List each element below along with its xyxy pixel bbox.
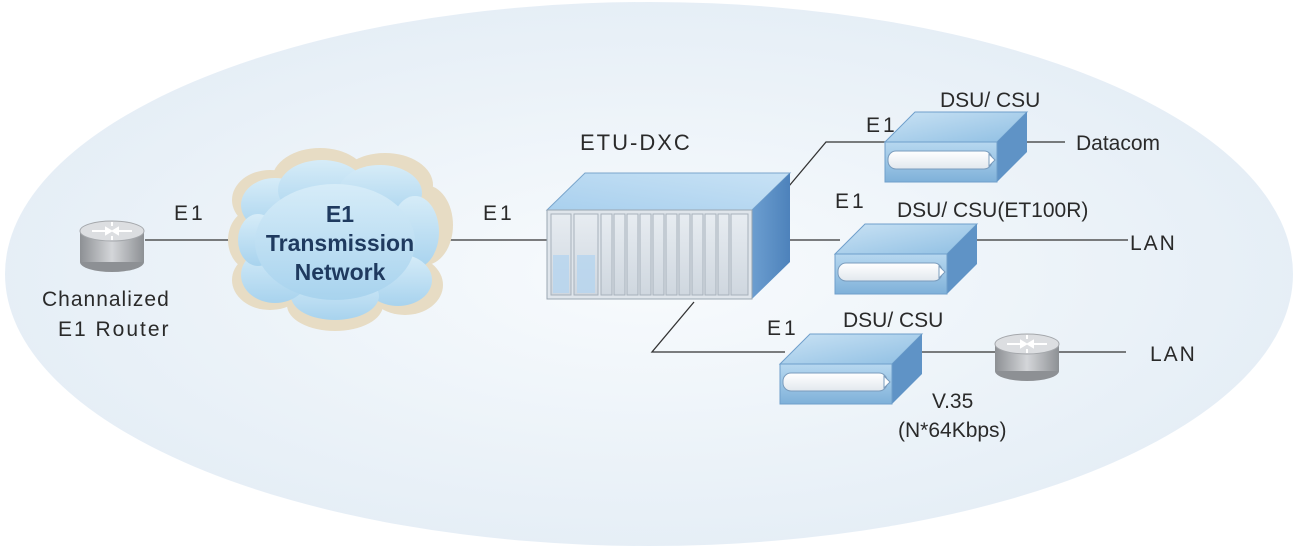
router-left-label-line1: Channalized	[42, 288, 170, 311]
link-label-cloud-dxc: E1	[483, 202, 515, 225]
cloud-icon	[228, 148, 453, 331]
cloud-label: E1 Transmission Network	[255, 200, 425, 287]
dsu1-label: DSU/ CSU	[940, 89, 1041, 112]
dsu3-interface-line2: (N*64Kbps)	[898, 419, 1007, 442]
link-label-router-cloud: E1	[174, 202, 206, 225]
connection-lines	[145, 141, 1128, 353]
dxc-chassis-icon	[545, 172, 792, 300]
cloud-label-line2: Transmission	[265, 230, 415, 256]
router-icon	[79, 220, 145, 272]
dsu3-label: DSU/ CSU	[843, 309, 944, 332]
router-icon	[994, 333, 1060, 381]
link-label-dxc-dsu2: E1	[835, 190, 867, 213]
link-label-dxc-dsu3: E1	[767, 317, 799, 340]
dsu2-output-label: LAN	[1130, 232, 1177, 255]
dsu1-output-label: Datacom	[1076, 132, 1161, 155]
router-left-label-line2: E1 Router	[58, 318, 171, 341]
dsu3-interface-line1: V.35	[932, 390, 974, 413]
dxc-title: ETU-DXC	[580, 130, 692, 155]
dsu3-output-label: LAN	[1150, 343, 1197, 366]
dsu-csu-icon	[778, 333, 924, 405]
cloud-label-line3: Network	[294, 259, 386, 285]
dsu-csu-icon	[883, 111, 1029, 183]
link-label-dxc-dsu1: E1	[866, 114, 898, 137]
dsu-csu-icon	[833, 223, 979, 295]
cloud-label-line1: E1	[325, 201, 355, 227]
dsu2-label: DSU/ CSU(ET100R)	[897, 199, 1089, 222]
